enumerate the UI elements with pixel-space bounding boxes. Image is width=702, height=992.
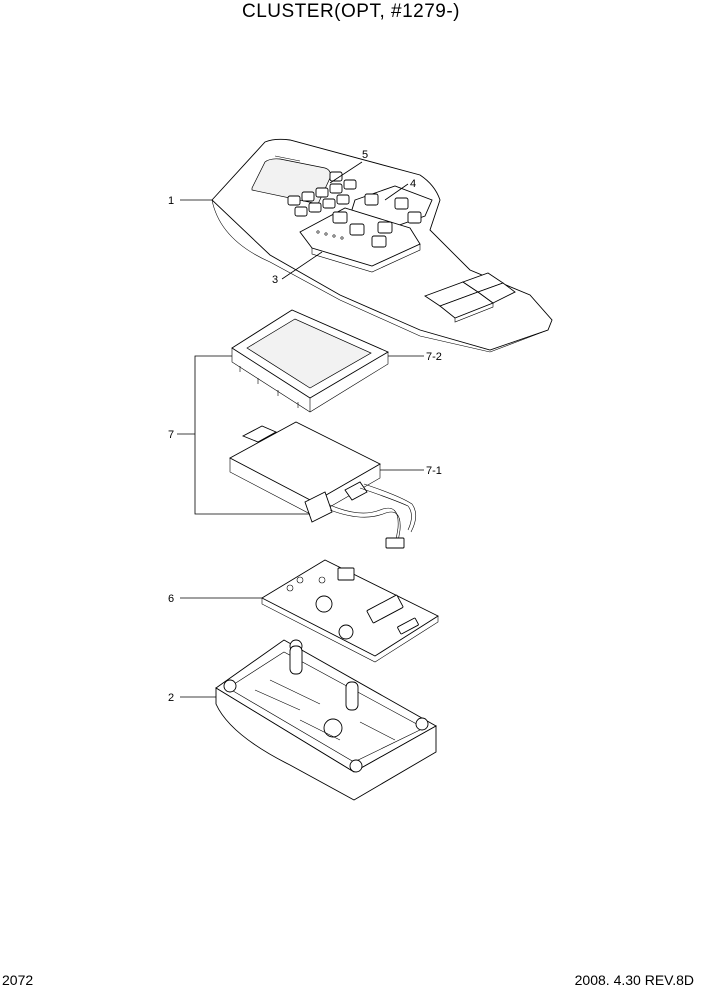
callout-3: 3: [272, 274, 278, 286]
callout-7-1: 7-1: [426, 465, 442, 477]
part-1-cluster-housing: [211, 138, 553, 353]
callout-1: 1: [168, 195, 174, 207]
callout-5: 5: [362, 149, 368, 161]
callout-7: 7: [168, 429, 174, 441]
callout-6: 6: [168, 593, 174, 605]
callout-7-2: 7-2: [426, 351, 442, 363]
callout-2: 2: [168, 692, 174, 704]
part-7-1-lcd-module: [229, 421, 417, 549]
side-switches: [424, 272, 516, 323]
revision-date: 2008. 4.30 REV.8D: [574, 972, 694, 988]
part-6-pcb: [261, 559, 439, 663]
callout-4: 4: [410, 178, 416, 190]
part-2-lower-case: [215, 639, 437, 801]
page-number: 2072: [2, 972, 34, 988]
part-7-2-lcd-frame: [231, 309, 389, 413]
keypad-upper: [287, 171, 357, 217]
leader-lines: [177, 161, 424, 698]
switch-panel-3: [299, 207, 421, 273]
page-title: CLUSTER(OPT, #1279-): [241, 1, 460, 22]
